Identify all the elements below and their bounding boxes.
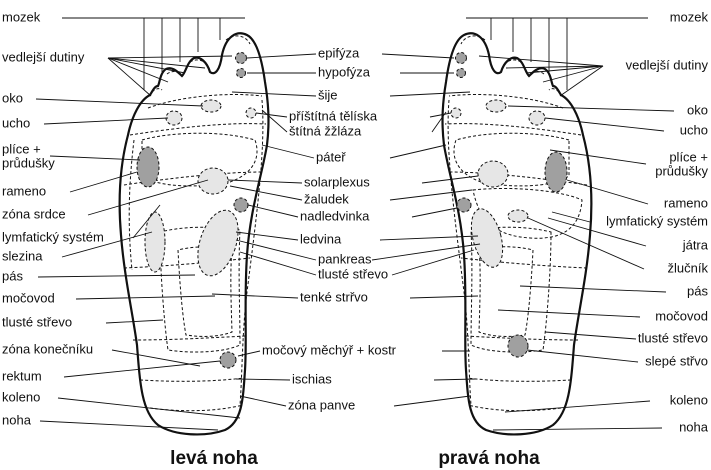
right-label-plice: plíce + (669, 149, 708, 164)
right-label-ucho: ucho (680, 122, 708, 137)
right-adrenal-organ (457, 198, 471, 212)
right-labels: mozek vedlejší dutiny oko ucho plíce + p… (606, 9, 709, 434)
right-label-slepe-strevo: slepé střvo (645, 353, 708, 368)
left-label-plice: plíce + (2, 141, 41, 156)
left-label-prudusky: průdušky (2, 155, 55, 170)
center-label-sije: šije (318, 87, 338, 102)
right-label-pas: pás (687, 283, 708, 298)
left-label-slezina: slezina (2, 248, 43, 263)
right-label-rameno: rameno (664, 195, 708, 210)
right-epifyza-dot (456, 53, 467, 64)
center-label-nadledvinka: nadledvinka (300, 208, 370, 223)
center-label-stitna-zlaza: štítná žžláza (289, 123, 362, 138)
left-label-vedlejsi-dutiny: vedlejší dutiny (2, 49, 85, 64)
center-label-ledvina: ledvina (300, 231, 342, 246)
center-label-mocovy-mechyr: močový měchýř + kostr (262, 342, 397, 357)
left-foot-caption: levá noha (170, 448, 258, 469)
center-label-zona-panve: zóna panve (288, 397, 355, 412)
left-solarplexus-organ (198, 168, 228, 194)
left-label-noha: noha (2, 412, 32, 427)
center-label-solarplexus: solarplexus (304, 174, 370, 189)
right-label-mozek: mozek (670, 9, 709, 24)
right-label-lymfaticky-system: lymfatický systém (606, 213, 708, 228)
left-spleen-organ (145, 212, 165, 272)
right-parathyroid-organ (451, 108, 461, 118)
right-label-zlucnik: žlučník (668, 260, 709, 275)
right-label-jatra: játra (682, 237, 709, 252)
left-parathyroid-organ (246, 108, 256, 118)
center-label-hypofyza: hypofýza (318, 64, 371, 79)
left-label-rameno: rameno (2, 183, 46, 198)
left-foot (120, 33, 269, 434)
right-label-noha: noha (679, 419, 709, 434)
left-label-lymfaticky-system: lymfatický systém (2, 229, 104, 244)
right-foot-caption: pravá noha (438, 448, 540, 469)
left-label-zona-srdce: zóna srdce (2, 206, 66, 221)
left-ear-organ (166, 111, 182, 125)
right-solarplexus-organ (478, 161, 508, 187)
left-rectum-organ (220, 352, 236, 368)
right-hypofyza-dot (457, 69, 466, 78)
center-labels: epifýza hypofýza šije příštítná tělíska … (262, 45, 397, 412)
center-label-zaludek: žaludek (304, 191, 349, 206)
left-foot-outline (120, 33, 269, 434)
right-gallbladder-organ (508, 210, 528, 222)
right-appendix-organ (508, 335, 528, 357)
center-label-ischias: ischias (292, 371, 332, 386)
right-label-mocovod: močovod (655, 308, 708, 323)
left-lung-organ (137, 147, 159, 187)
right-label-koleno: koleno (670, 392, 708, 407)
right-foot (443, 33, 592, 434)
left-label-ucho: ucho (2, 115, 30, 130)
right-label-oko: oko (687, 102, 708, 117)
left-label-oko: oko (2, 90, 23, 105)
left-label-koleno: koleno (2, 389, 40, 404)
right-eye-organ (486, 100, 506, 112)
center-label-pater: páteř (316, 149, 346, 164)
center-label-pristitna-teliska: příštítná tělíska (289, 108, 378, 123)
left-label-mozek: mozek (2, 9, 41, 24)
left-epifyza-dot (236, 53, 247, 64)
left-label-rektum: rektum (2, 368, 42, 383)
right-ear-organ (529, 111, 545, 125)
center-label-epifyza: epifýza (318, 45, 360, 60)
left-label-mocovod: močovod (2, 290, 55, 305)
left-label-zona-konecniku: zóna konečníku (2, 341, 93, 356)
left-labels: mozek vedlejší dutiny oko ucho plíce + p… (2, 9, 104, 427)
left-hypofyza-dot (237, 69, 246, 78)
right-label-vedlejsi-dutiny: vedlejší dutiny (626, 57, 709, 72)
left-adrenal-organ (234, 198, 248, 212)
center-label-tenke-strevo: tenké strřvo (300, 289, 368, 304)
right-foot-outline (443, 33, 592, 434)
center-label-tluste-strevo: tlusté střevo (318, 266, 388, 281)
left-label-tluste-strevo: tlusté střevo (2, 314, 72, 329)
left-eye-organ (201, 100, 221, 112)
left-label-pas: pás (2, 268, 23, 283)
center-label-pankreas: pankreas (318, 251, 372, 266)
right-lung-organ (545, 152, 567, 192)
right-label-tluste-strevo: tlusté střevo (638, 330, 708, 345)
right-label-prudusky: průdušky (655, 163, 708, 178)
